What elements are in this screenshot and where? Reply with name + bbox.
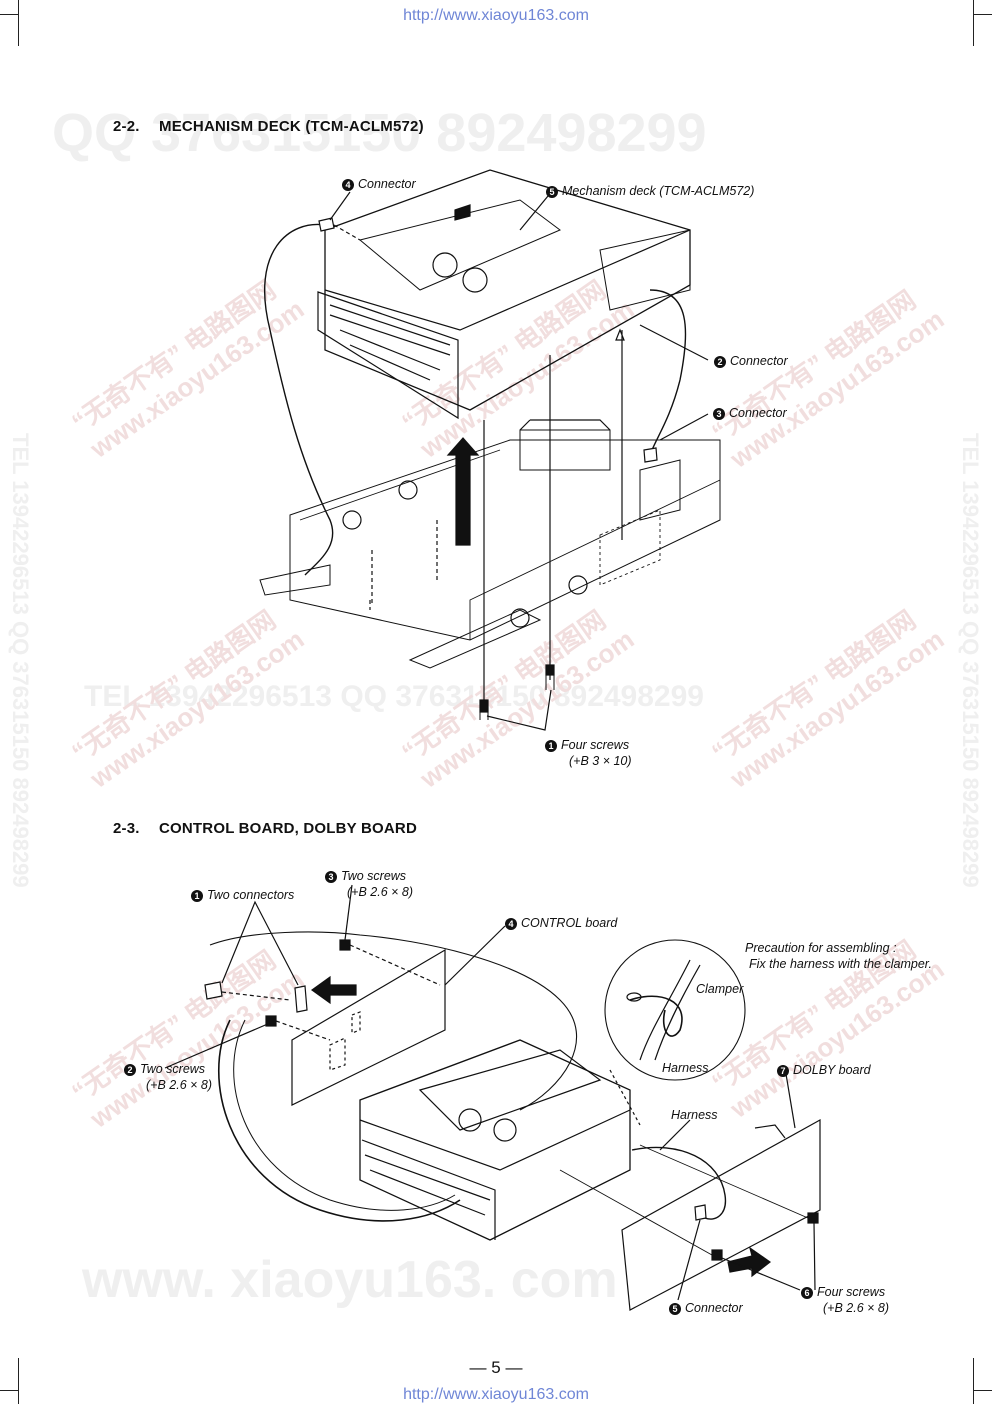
- section-title: CONTROL BOARD, DOLBY BOARD: [159, 820, 417, 837]
- watermark-www: www. xiaoyu163. com: [82, 1251, 618, 1309]
- site-url-top[interactable]: http://www.xiaoyu163.com: [403, 7, 589, 24]
- harness-label-circle: Harness: [662, 1061, 709, 1075]
- section-number: 2-2.: [113, 118, 140, 135]
- section-heading-mechanism-deck: 2-2. MECHANISM DECK (TCM-ACLM572): [113, 118, 424, 135]
- section-title: MECHANISM DECK (TCM-ACLM572): [159, 118, 424, 135]
- crop-mark-top-left: [0, 14, 18, 15]
- crop-mark-top-left-v: [18, 0, 19, 46]
- crop-mark-bottom-left: [0, 1390, 18, 1391]
- crop-mark-bottom-left-v: [18, 1358, 19, 1404]
- watermark-tel: TEL 13942296513 QQ 376315150 892498299: [84, 680, 704, 713]
- watermark-qq: QQ 376315150 892498299: [52, 103, 707, 163]
- section-number: 2-3.: [113, 820, 140, 837]
- crop-mark-bottom-right: [974, 1390, 992, 1391]
- harness-label-board: Harness: [671, 1108, 718, 1122]
- crop-mark-top-right: [974, 14, 992, 15]
- page-number: — 5 —: [469, 1358, 523, 1377]
- clamper-label: Clamper: [696, 982, 744, 996]
- crop-mark-top-right-v: [973, 0, 974, 46]
- precaution-note: Precaution for assembling :Fix the harne…: [745, 941, 932, 971]
- site-url-bottom[interactable]: http://www.xiaoyu163.com: [403, 1386, 589, 1403]
- section-heading-control-board: 2-3. CONTROL BOARD, DOLBY BOARD: [113, 820, 417, 837]
- crop-mark-bottom-right-v: [973, 1358, 974, 1404]
